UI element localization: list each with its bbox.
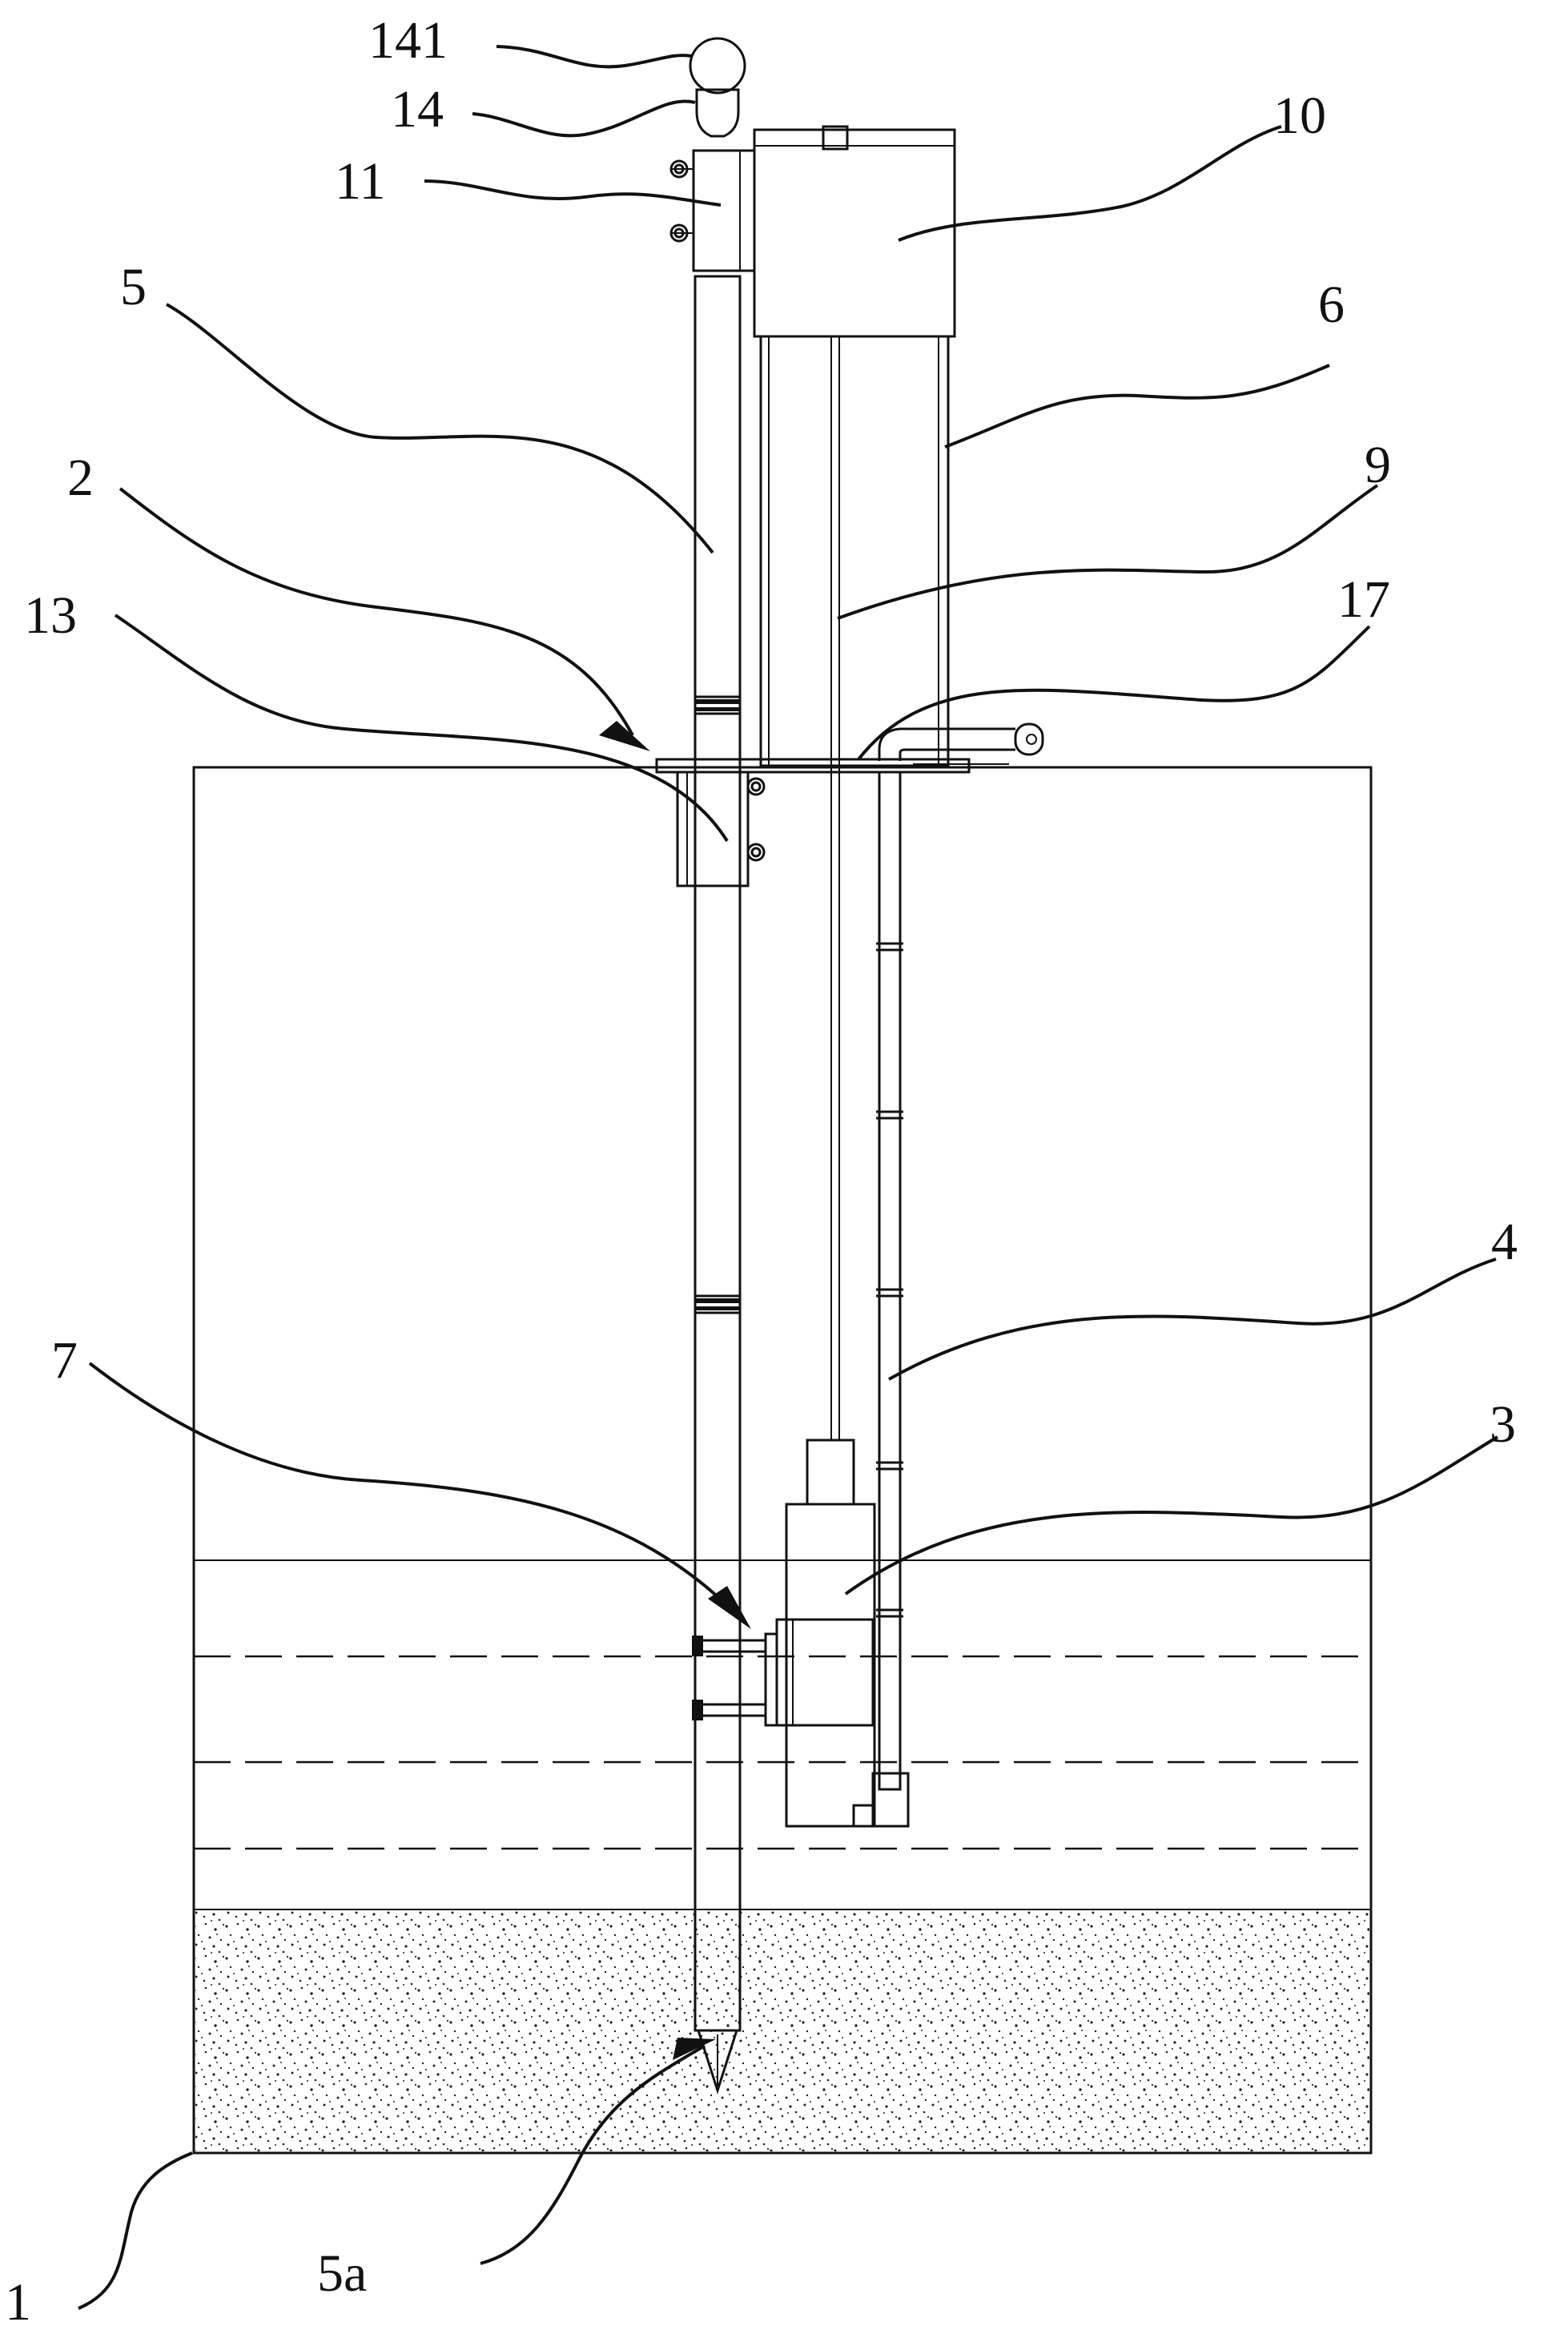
probe-tip bbox=[696, 2029, 739, 2095]
label-1: 1 bbox=[5, 2273, 31, 2332]
label-4: 4 bbox=[1491, 1213, 1518, 1271]
label-6: 6 bbox=[1318, 276, 1345, 334]
label-3: 3 bbox=[1490, 1395, 1516, 1454]
label-5a: 5a bbox=[317, 2244, 367, 2303]
label-141: 141 bbox=[368, 11, 448, 70]
label-14: 14 bbox=[391, 80, 444, 139]
label-9: 9 bbox=[1365, 436, 1391, 494]
upper-clamp bbox=[669, 149, 756, 272]
discharge-pipe bbox=[871, 771, 910, 1828]
sampling-ports bbox=[692, 1632, 778, 1727]
label-2: 2 bbox=[67, 449, 94, 507]
label-7: 7 bbox=[51, 1331, 78, 1390]
pump-body bbox=[775, 1439, 876, 1828]
leader-lines bbox=[78, 45, 1499, 2310]
outlet-elbow bbox=[878, 722, 1044, 761]
label-13: 13 bbox=[24, 586, 77, 645]
support-frame bbox=[759, 335, 950, 767]
label-11: 11 bbox=[335, 152, 386, 211]
lower-clamp bbox=[676, 771, 766, 887]
base-plate bbox=[655, 758, 1009, 774]
label-5: 5 bbox=[120, 258, 147, 316]
label-17: 17 bbox=[1337, 570, 1390, 629]
sand-layer bbox=[195, 1911, 1369, 2151]
cable bbox=[830, 336, 840, 1440]
top-ball bbox=[689, 37, 746, 95]
neck-fitting bbox=[695, 88, 740, 138]
label-10: 10 bbox=[1273, 87, 1326, 145]
ground-body bbox=[192, 766, 1373, 2155]
